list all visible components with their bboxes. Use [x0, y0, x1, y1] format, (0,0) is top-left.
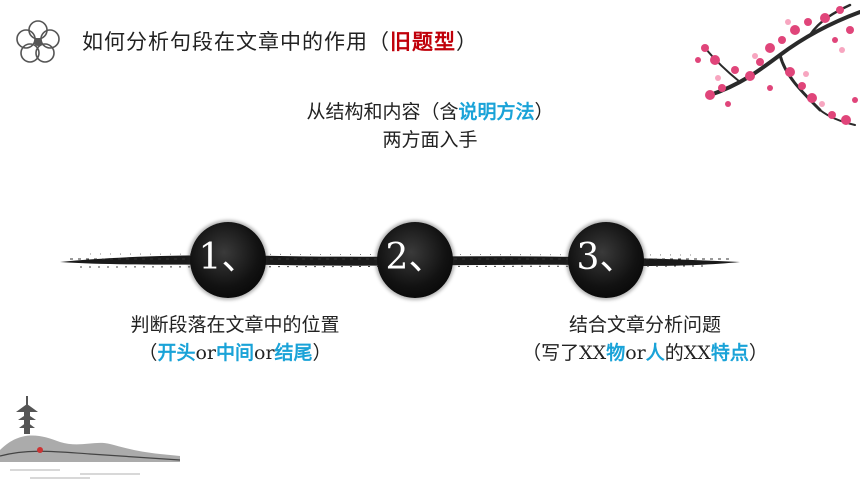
subtitle-line2: 两方面入手 [382, 129, 478, 151]
left-caption-line1: 判断段落在文章中的位置 [130, 314, 340, 336]
paren-open: （写了XX [522, 342, 607, 364]
step-circle-1: 1、 [190, 222, 266, 298]
or-text: or [625, 342, 646, 364]
step-circle-3: 3、 [568, 222, 644, 298]
page-title: 如何分析句段在文章中的作用（旧题型） [82, 26, 478, 56]
subtitle-highlight: 说明方法 [458, 101, 535, 123]
step-circle-2: 2、 [377, 222, 453, 298]
plum-flower-icon [16, 20, 60, 63]
subtitle-line1-prefix: 从结构和内容（含 [306, 101, 459, 123]
highlight-person: 人 [645, 342, 665, 364]
title-suffix: ） [456, 30, 478, 54]
highlight-thing: 物 [606, 342, 626, 364]
or-text: or [195, 342, 216, 364]
title-prefix: 如何分析句段在文章中的作用（ [82, 30, 390, 54]
step-label-3: 3、 [576, 237, 636, 278]
subtitle: 从结构和内容（含说明方法） 两方面入手 [0, 98, 860, 154]
highlight-beginning: 开头 [157, 342, 196, 364]
or-text: or [254, 342, 275, 364]
right-caption: 结合文章分析问题 （写了XX物or人的XX特点） [490, 311, 800, 367]
paren-close: ） [312, 342, 332, 364]
highlight-features: 特点 [710, 342, 749, 364]
paren-open: （ [138, 342, 158, 364]
highlight-end: 结尾 [274, 342, 313, 364]
ink-landscape-decoration [0, 396, 180, 479]
subtitle-line1-suffix: ） [534, 101, 554, 123]
left-caption: 判断段落在文章中的位置 （开头or中间or结尾） [95, 311, 375, 367]
step-label-1: 1、 [198, 237, 258, 278]
step-label-2: 2、 [385, 237, 445, 278]
left-caption-line2: （开头or中间or结尾） [95, 339, 375, 367]
mid-text: 的XX [664, 342, 711, 364]
paren-close: ） [748, 342, 768, 364]
right-caption-line1: 结合文章分析问题 [568, 314, 721, 336]
right-caption-line2: （写了XX物or人的XX特点） [490, 339, 800, 367]
highlight-middle: 中间 [215, 342, 254, 364]
plum-blossom-decoration [695, 3, 860, 126]
subtitle-line1: 从结构和内容（含说明方法） [0, 98, 860, 126]
title-highlight: 旧题型 [390, 30, 456, 54]
